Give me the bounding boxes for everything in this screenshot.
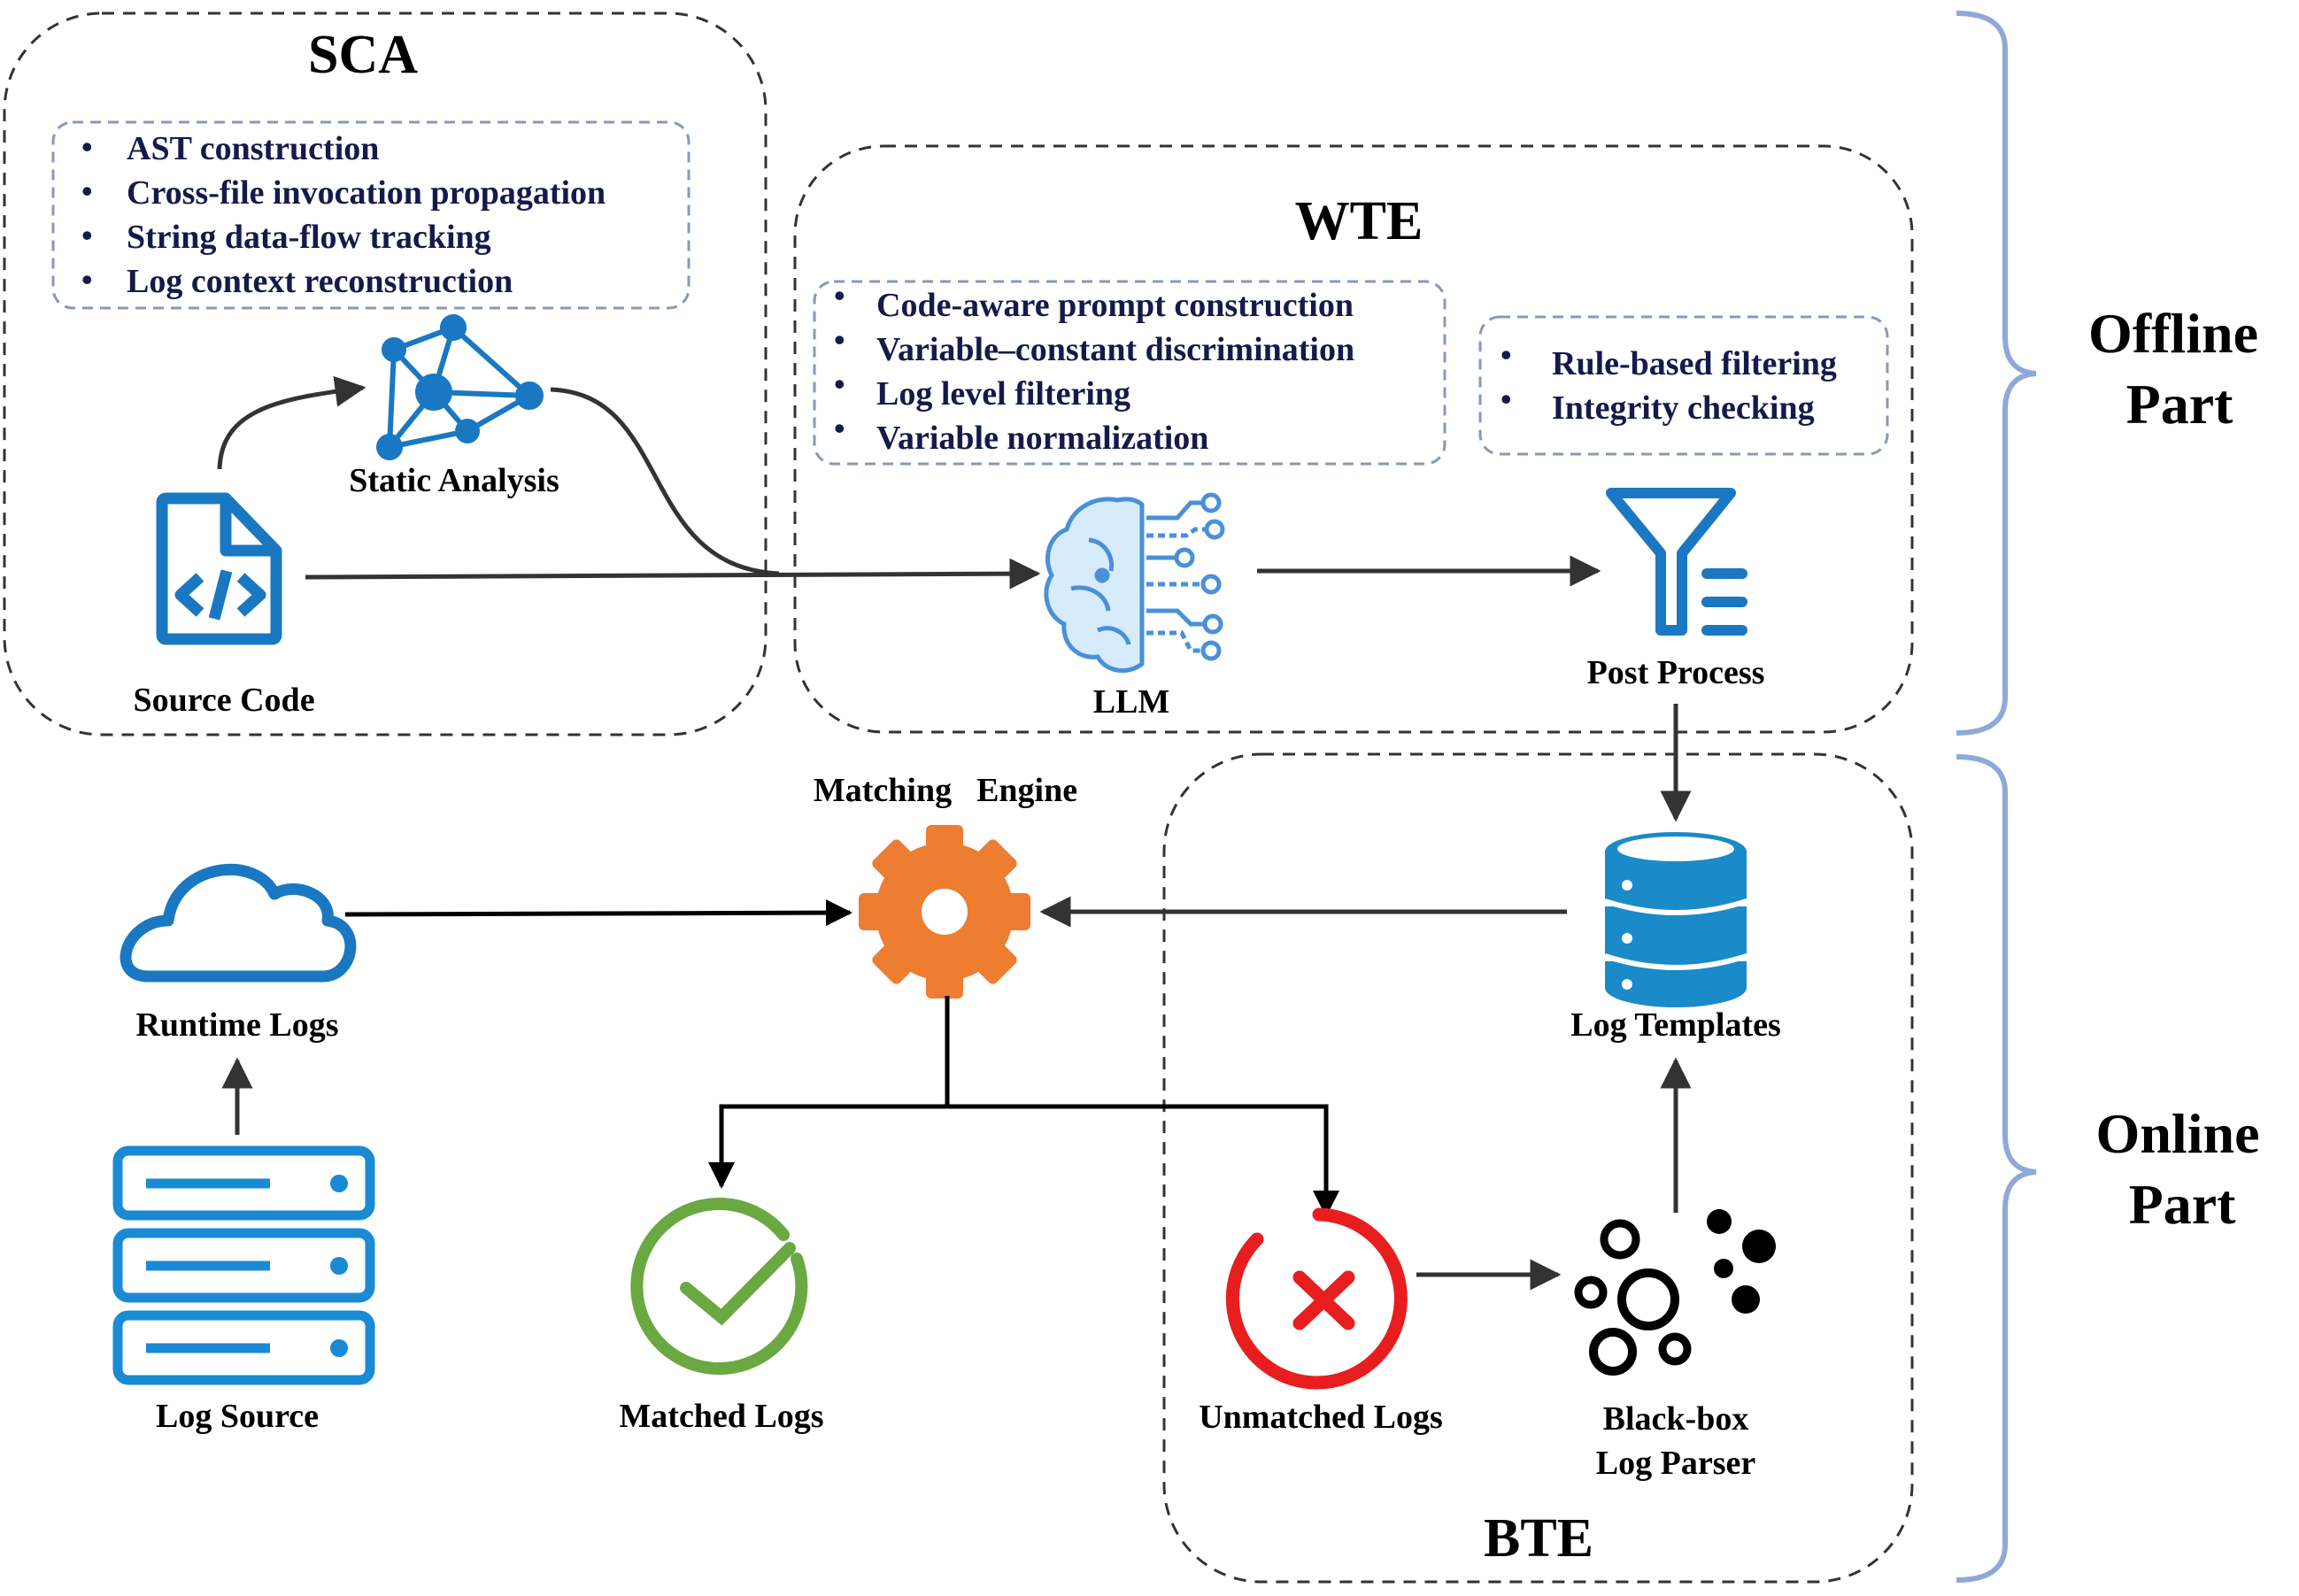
sca-bullet-box xyxy=(51,120,690,310)
bubbles-icon xyxy=(1574,1209,1776,1376)
static-analysis-label: Static Analysis xyxy=(349,462,559,499)
log-templates-label: Log Templates xyxy=(1570,1006,1781,1044)
offline-brace xyxy=(1956,11,2037,736)
runtime-logs-label: Runtime Logs xyxy=(135,1006,338,1044)
post-process-bullet-list: • Rule-based filtering • Integrity check… xyxy=(1501,337,1837,427)
svg-text:•: • xyxy=(81,262,93,297)
arrow-source-to-llm xyxy=(305,558,1041,590)
log-source-label: Log Source xyxy=(156,1398,319,1435)
svg-text:•: • xyxy=(81,173,93,209)
svg-text:•: • xyxy=(1501,337,1512,373)
source-code-file-icon xyxy=(156,492,282,645)
arrow-source-to-static xyxy=(217,375,366,470)
bte-title: BTE xyxy=(1484,1508,1593,1569)
wte-bullet-list: • Code-aware prompt construction • Varia… xyxy=(834,278,1354,457)
wte-bullet: Log level filtering xyxy=(876,375,1130,412)
sca-bullet-list: • AST construction • Cross-file invocati… xyxy=(81,129,606,300)
arrow-engine-to-matched xyxy=(708,996,950,1189)
sca-bullet: AST construction xyxy=(127,130,379,167)
sca-bullet: Cross-file invocation propagation xyxy=(127,174,606,212)
post-process-label: Post Process xyxy=(1587,654,1765,691)
svg-text:•: • xyxy=(834,278,845,313)
svg-text:•: • xyxy=(81,218,93,253)
brain-icon xyxy=(1044,497,1145,674)
wte-bullet-box xyxy=(813,280,1447,466)
wte-bullet: Variable–constant discrimination xyxy=(876,331,1354,368)
online-brace xyxy=(1956,754,2037,1583)
wte-region xyxy=(793,144,1914,734)
sca-bullet: String data-flow tracking xyxy=(127,219,491,256)
svg-text:•: • xyxy=(81,129,93,165)
sca-region xyxy=(3,12,768,736)
llm-label: LLM xyxy=(1093,683,1170,721)
svg-text:•: • xyxy=(834,366,845,402)
check-icon xyxy=(630,1198,808,1376)
post-process-bullet-box xyxy=(1478,315,1889,456)
wte-bullet: Code-aware prompt construction xyxy=(876,287,1354,324)
post-process-bullet: Rule-based filtering xyxy=(1552,345,1837,382)
database-icon xyxy=(1604,832,1747,1007)
cross-icon xyxy=(1225,1207,1408,1390)
source-code-label: Source Code xyxy=(133,682,314,719)
arrow-engine-to-unmatched xyxy=(947,1104,1339,1217)
filter-icon xyxy=(1606,488,1747,636)
bte-region xyxy=(1162,752,1914,1584)
unmatched-logs-label: Unmatched Logs xyxy=(1199,1399,1443,1436)
network-graph-icon xyxy=(376,314,544,460)
arrow-runtime-to-engine xyxy=(344,899,852,927)
server-icon xyxy=(112,1145,375,1385)
cloud-icon xyxy=(120,863,357,983)
sca-title: SCA xyxy=(308,25,418,85)
sca-bullet: Log context reconstruction xyxy=(127,263,513,300)
svg-text:•: • xyxy=(1501,382,1512,417)
svg-text:•: • xyxy=(834,411,845,446)
matched-logs-label: Matched Logs xyxy=(619,1398,823,1435)
circuit-lines-icon xyxy=(1146,492,1225,661)
gear-icon xyxy=(859,825,1030,998)
wte-bullet: Variable normalization xyxy=(876,420,1208,457)
svg-text:•: • xyxy=(834,322,845,358)
arrow-static-to-llm xyxy=(550,387,780,576)
post-process-bullet: Integrity checking xyxy=(1552,389,1815,427)
wte-title: WTE xyxy=(1295,191,1423,251)
